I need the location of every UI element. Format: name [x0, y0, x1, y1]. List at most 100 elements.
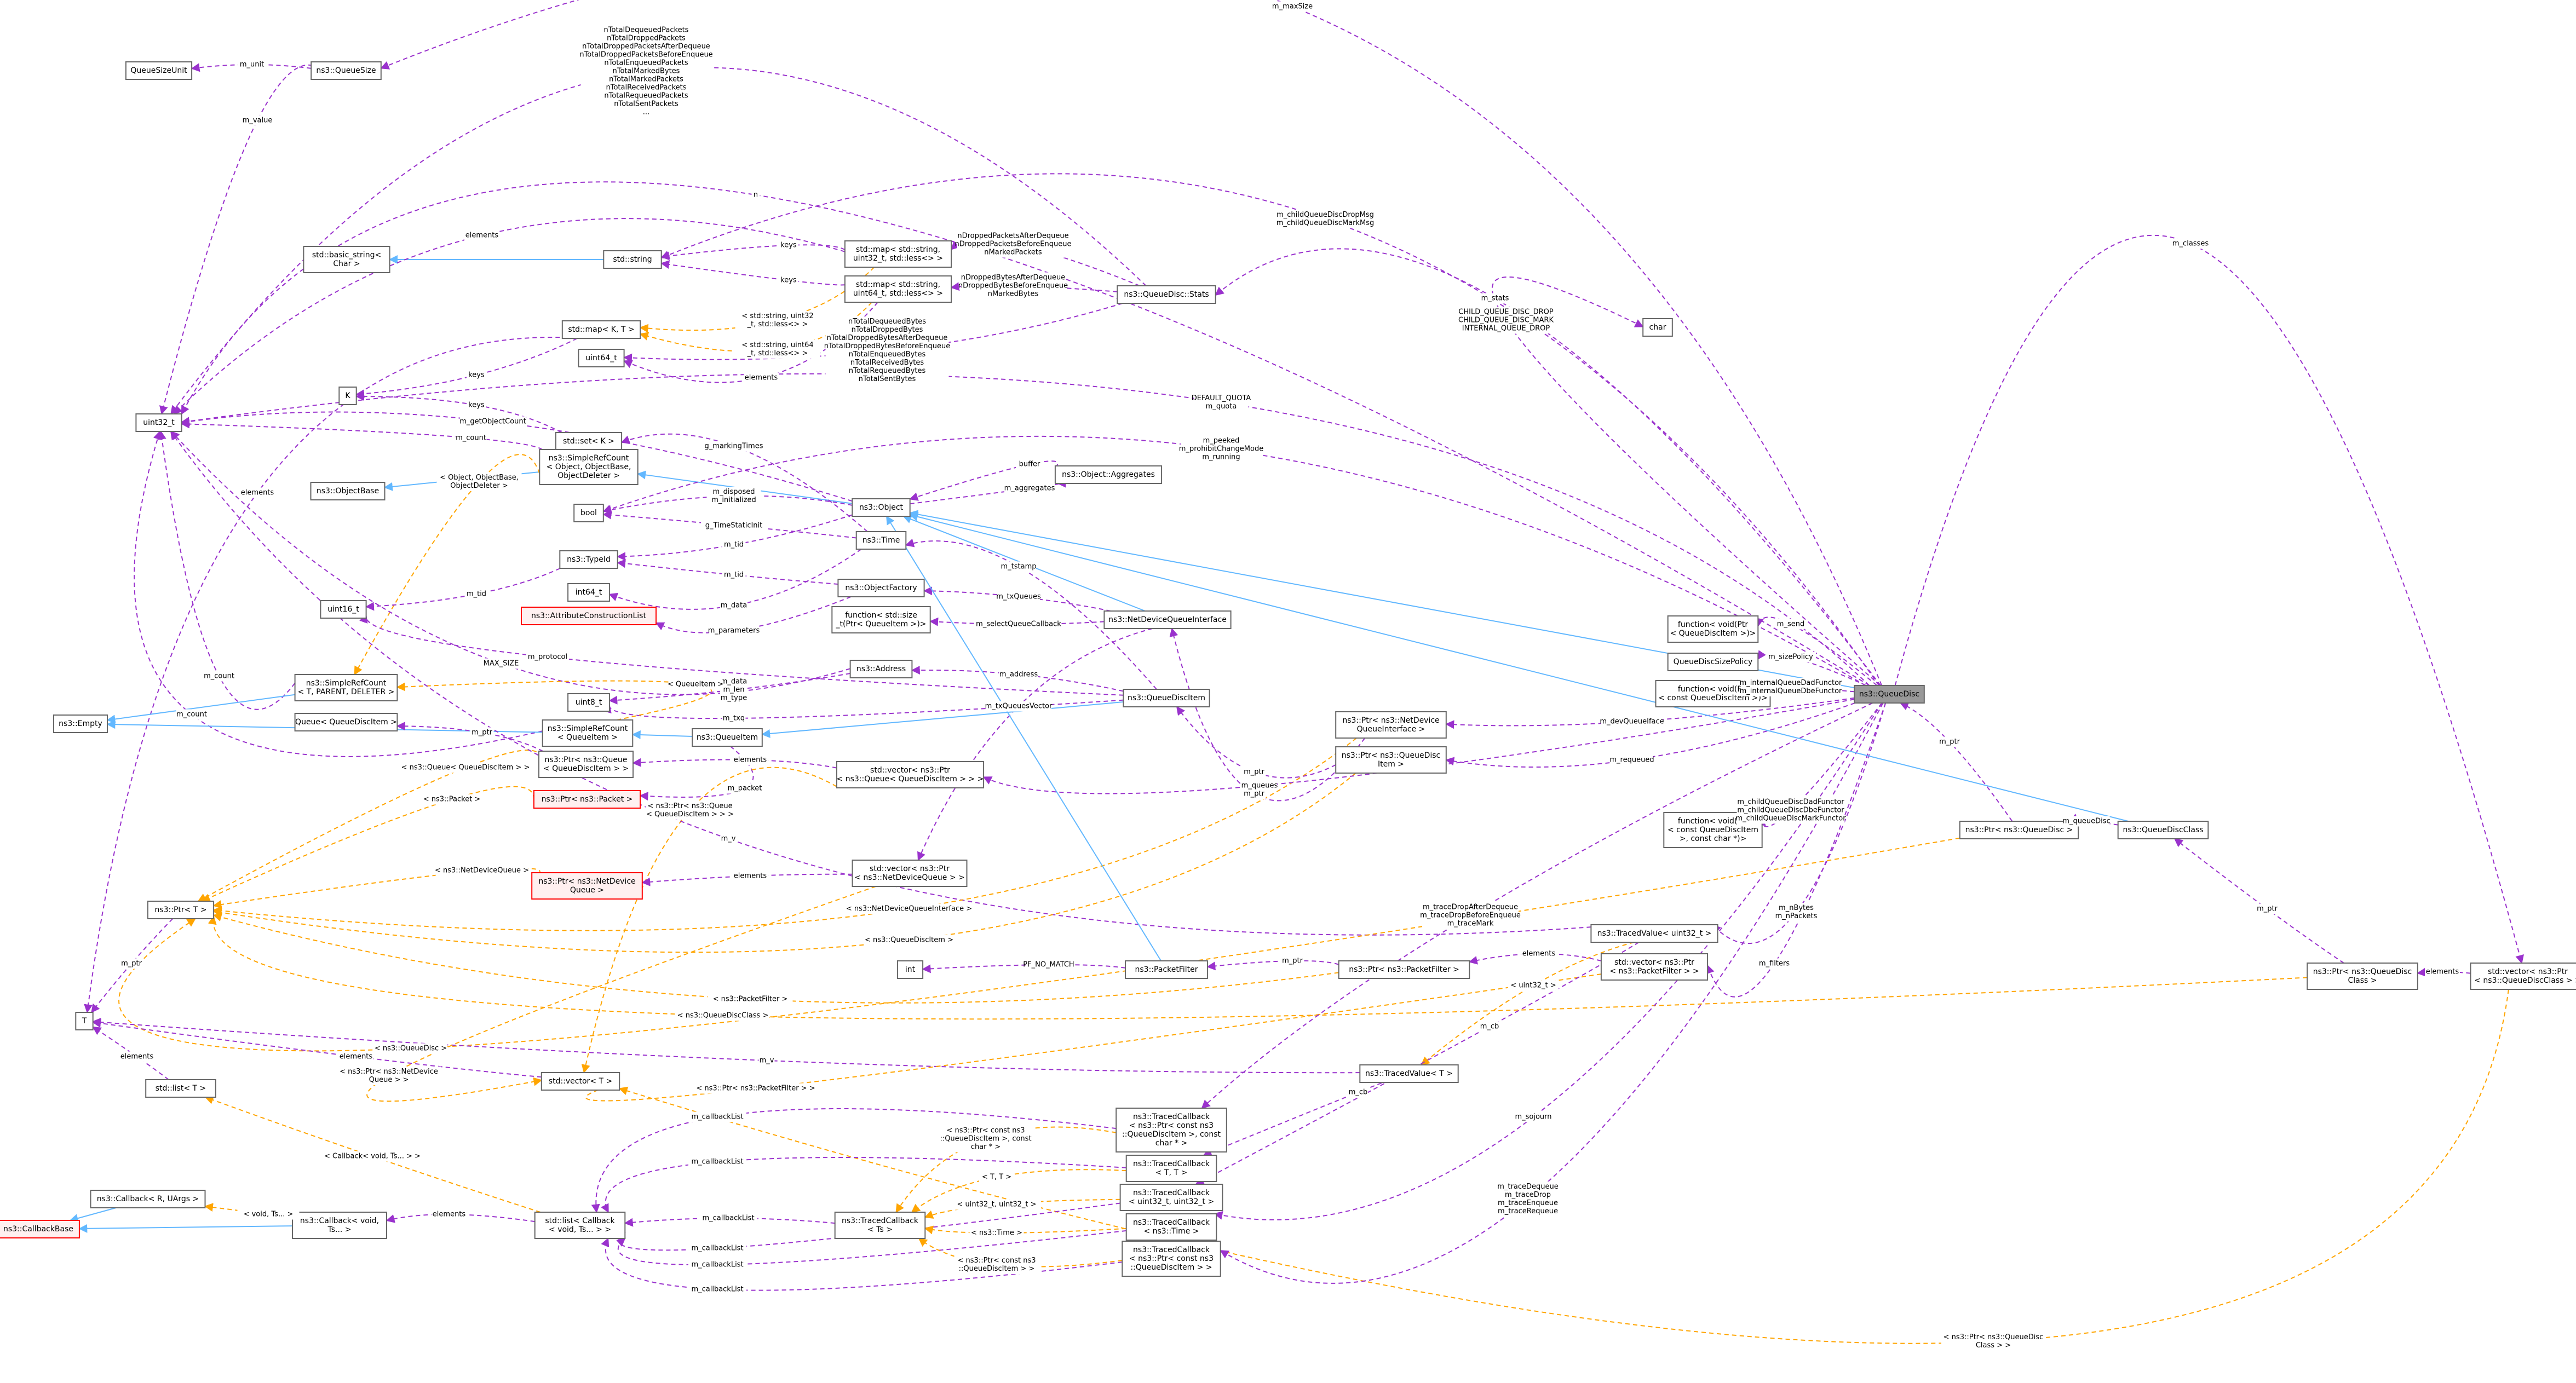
- class-node-packetfilter[interactable]: ns3::PacketFilter: [1125, 960, 1208, 979]
- class-node-objectbase[interactable]: ns3::ObjectBase: [310, 482, 386, 500]
- edge-label: m_internalQueueDadFunctorm_internalQueue…: [1740, 678, 1842, 696]
- class-node-tcts[interactable]: ns3::TracedCallback< Ts >: [834, 1212, 926, 1239]
- class-node-t[interactable]: T: [75, 1012, 94, 1030]
- class-node-char[interactable]: char: [1642, 318, 1673, 337]
- edge-label: m_callbackList: [688, 1156, 746, 1167]
- class-node-uint8[interactable]: uint8_t: [567, 693, 610, 712]
- edge-path: [197, 750, 541, 902]
- class-node-ptrqdclass[interactable]: ns3::Ptr< ns3::QueueDiscClass >: [2307, 963, 2418, 990]
- edge-label-background: [436, 472, 522, 491]
- edge-member-map64-to-std_string: [660, 260, 845, 286]
- node-label: < QueueItem >: [557, 733, 618, 742]
- edge-label: < ns3::NetDeviceQueue >: [435, 865, 529, 876]
- class-node-ptrpf[interactable]: ns3::Ptr< ns3::PacketFilter >: [1338, 960, 1470, 979]
- class-node-src_t[interactable]: ns3::SimpleRefCount< T, PARENT, DELETER …: [294, 674, 398, 701]
- class-node-int[interactable]: int: [896, 960, 924, 979]
- class-node-object[interactable]: ns3::Object: [852, 498, 911, 517]
- class-node-queuedisc[interactable]: ns3::QueueDisc: [1854, 685, 1925, 704]
- class-node-src_qi[interactable]: ns3::SimpleRefCount< QueueItem >: [542, 719, 634, 747]
- node-label: ns3::Ptr< ns3::NetDevice: [538, 877, 635, 886]
- class-node-listcallback[interactable]: std::list< Callback< void, Ts... > >: [534, 1212, 626, 1239]
- class-node-bool[interactable]: bool: [573, 504, 604, 522]
- node-box: [1335, 711, 1447, 739]
- class-node-uint32[interactable]: uint32_t: [135, 413, 182, 432]
- edge-label: < void, Ts... >: [237, 1209, 300, 1220]
- edge-label-line: _t, std::less<> >: [747, 320, 808, 329]
- class-node-attrlist[interactable]: ns3::AttributeConstructionList: [521, 607, 657, 625]
- class-node-ptrndqi[interactable]: ns3::Ptr< ns3::NetDeviceQueueInterface >: [1335, 711, 1447, 739]
- edge-label-background: [997, 591, 1040, 602]
- class-node-qdclass[interactable]: ns3::QueueDiscClass: [2117, 821, 2209, 839]
- class-node-ptrpacket[interactable]: ns3::Ptr< ns3::Packet >: [533, 790, 641, 809]
- class-node-callbackbase[interactable]: ns3::CallbackBase: [0, 1220, 80, 1238]
- class-node-empty[interactable]: ns3::Empty: [53, 714, 108, 733]
- class-node-callbackvoid[interactable]: ns3::Callback< void,Ts... >: [292, 1212, 387, 1239]
- edge-label-background: [1777, 619, 1804, 630]
- class-node-stats[interactable]: ns3::QueueDisc::Stats: [1117, 285, 1216, 304]
- class-node-aggregates[interactable]: ns3::Object::Aggregates: [1054, 465, 1163, 484]
- class-node-listt[interactable]: std::list< T >: [145, 1079, 216, 1098]
- edge-path: [106, 694, 295, 724]
- class-node-objectfactory[interactable]: ns3::ObjectFactory: [837, 579, 925, 597]
- class-node-address[interactable]: ns3::Address: [849, 660, 913, 678]
- class-node-tc_qdichar[interactable]: ns3::TracedCallback< ns3::Ptr< const ns3…: [1116, 1108, 1227, 1152]
- class-node-uint64[interactable]: uint64_t: [578, 349, 625, 367]
- class-node-vect[interactable]: std::vector< T >: [540, 1072, 620, 1091]
- class-node-src_object[interactable]: ns3::SimpleRefCount< Object, ObjectBase,…: [539, 449, 639, 485]
- class-node-mapkt[interactable]: std::map< K, T >: [561, 320, 641, 339]
- class-node-queuesize[interactable]: ns3::QueueSize: [311, 61, 382, 80]
- class-node-ptrndq[interactable]: ns3::Ptr< ns3::NetDeviceQueue >: [531, 872, 643, 900]
- class-node-queueqdi[interactable]: Queue< QueueDiscItem >: [294, 713, 398, 731]
- class-node-k[interactable]: K: [338, 387, 357, 405]
- class-node-callbackru[interactable]: ns3::Callback< R, UArgs >: [90, 1190, 206, 1208]
- class-node-time[interactable]: ns3::Time: [855, 531, 907, 550]
- class-node-funcsize[interactable]: function< std::size_t(Ptr< QueueItem >)>: [831, 606, 931, 633]
- class-node-std_string[interactable]: std::string: [603, 250, 662, 269]
- class-node-vecptrndq[interactable]: std::vector< ns3::Ptr< ns3::NetDeviceQue…: [852, 860, 968, 887]
- class-node-tc_u32u32[interactable]: ns3::TracedCallback< uint32_t, uint32_t …: [1119, 1184, 1223, 1211]
- edge-label-background: [722, 713, 746, 724]
- node-label: ObjectDeleter >: [557, 471, 620, 480]
- node-label: < ns3::Queue< QueueDiscItem > > >: [837, 775, 984, 783]
- class-node-map32[interactable]: std::map< std::string,uint32_t, std::les…: [844, 240, 952, 268]
- edge-label-line: nTotalRequeuedPackets: [604, 92, 688, 100]
- class-node-ndqi[interactable]: ns3::NetDeviceQueueInterface: [1103, 610, 1232, 629]
- class-node-map64[interactable]: std::map< std::string,uint64_t, std::les…: [844, 275, 952, 303]
- class-node-ptrqd[interactable]: ns3::Ptr< ns3::QueueDisc >: [1959, 821, 2079, 839]
- class-node-tc_tt[interactable]: ns3::TracedCallback< T, T >: [1125, 1155, 1217, 1182]
- edge-label: m_protocol: [526, 652, 569, 662]
- edge-label-line: m_traceDropBeforeEnqueue: [1420, 912, 1521, 920]
- class-node-ptrt[interactable]: ns3::Ptr< T >: [147, 901, 215, 919]
- edge-label-line: m_running: [1202, 453, 1240, 462]
- class-node-ptrqueue[interactable]: ns3::Ptr< ns3::Queue< QueueDiscItem > >: [538, 751, 634, 778]
- class-node-uint16[interactable]: uint16_t: [320, 600, 367, 619]
- class-node-funcsend[interactable]: function< void(Ptr< QueueDiscItem >)>: [1667, 615, 1759, 643]
- class-node-tc_qdi[interactable]: ns3::TracedCallback< ns3::Ptr< const ns3…: [1122, 1241, 1221, 1277]
- class-node-vecptrqueue[interactable]: std::vector< ns3::Ptr< ns3::Queue< Queue…: [836, 761, 985, 788]
- node-box: [855, 531, 907, 550]
- class-node-setk[interactable]: std::set< K >: [555, 432, 623, 451]
- edge-label: < uint32_t >: [1508, 980, 1559, 991]
- class-node-basic_string[interactable]: std::basic_string<Char >: [303, 246, 390, 273]
- edge-label: m_ptr: [1242, 788, 1266, 799]
- class-node-tvt[interactable]: ns3::TracedValue< T >: [1359, 1064, 1459, 1083]
- node-box: [1122, 1241, 1221, 1277]
- class-node-tvuint32[interactable]: ns3::TracedValue< uint32_t >: [1590, 924, 1718, 943]
- class-node-typeid[interactable]: ns3::TypeId: [559, 550, 618, 569]
- edge-label-line: m_data: [721, 602, 747, 610]
- edge-label: m_cb: [1480, 1021, 1499, 1032]
- class-node-vecptrqdclass[interactable]: std::vector< ns3::Ptr< ns3::QueueDiscCla…: [2470, 963, 2576, 990]
- class-node-sizepolicy[interactable]: QueueDiscSizePolicy: [1667, 653, 1759, 671]
- edge-label: m_traceDequeuem_traceDropm_traceEnqueuem…: [1497, 1182, 1559, 1217]
- edge-label-background: [1280, 955, 1304, 966]
- class-node-int64[interactable]: int64_t: [567, 583, 610, 602]
- class-node-tc_time[interactable]: ns3::TracedCallback< ns3::Time >: [1125, 1213, 1217, 1241]
- edge-label-background: [825, 316, 949, 384]
- class-node-vecptrpf[interactable]: std::vector< ns3::Ptr< ns3::PacketFilter…: [1600, 953, 1709, 981]
- edge-label-line: _t, std::less<> >: [747, 349, 808, 358]
- edge-path: [886, 515, 1162, 961]
- class-node-ptrqdi[interactable]: ns3::Ptr< ns3::QueueDiscItem >: [1335, 746, 1447, 774]
- class-node-queueitem[interactable]: ns3::QueueItem: [692, 728, 763, 747]
- class-node-qditem[interactable]: ns3::QueueDiscItem: [1123, 689, 1210, 707]
- class-node-queuesizeunit[interactable]: QueueSizeUnit: [125, 61, 193, 80]
